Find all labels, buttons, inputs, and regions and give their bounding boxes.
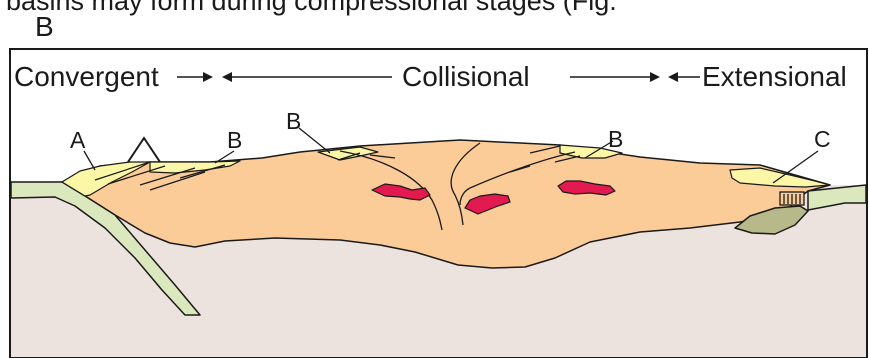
stage-extensional: Extensional bbox=[702, 61, 847, 92]
label-basin-b1: B bbox=[227, 127, 242, 153]
label-basin-c: C bbox=[814, 126, 831, 152]
label-basin-b3: B bbox=[608, 126, 623, 152]
stage-collisional: Collisional bbox=[402, 61, 530, 92]
panel-letter: B bbox=[35, 11, 54, 42]
rift-graben-faults bbox=[780, 192, 804, 205]
label-basin-a: A bbox=[70, 127, 86, 153]
label-basin-b2: B bbox=[286, 108, 301, 134]
stage-convergent: Convergent bbox=[14, 61, 159, 92]
top-caption: basins may form during compressional sta… bbox=[6, 0, 617, 16]
